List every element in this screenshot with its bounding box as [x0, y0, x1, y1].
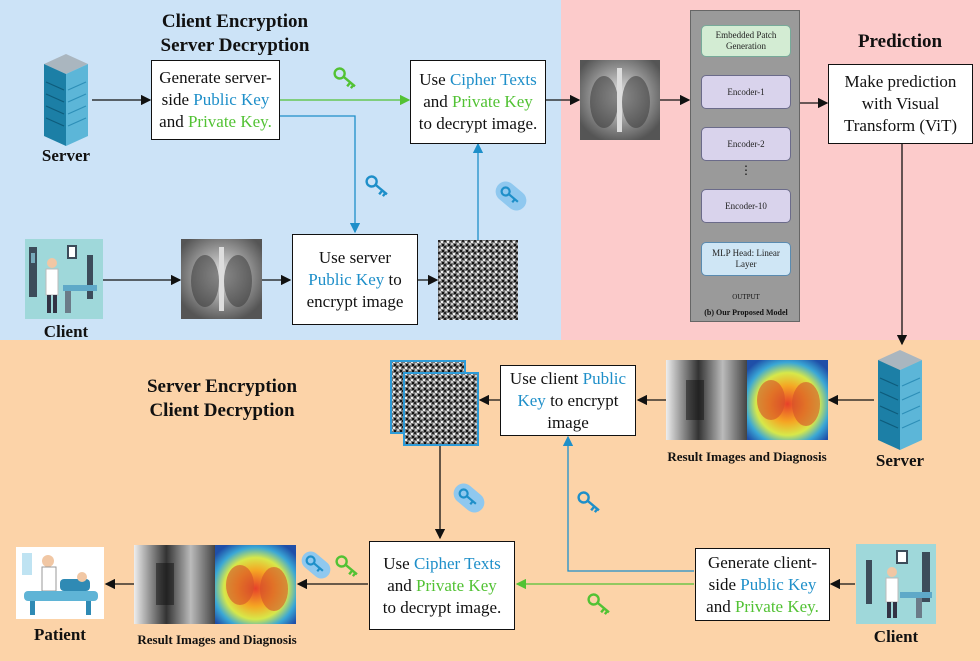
public-key-icon — [365, 175, 388, 197]
result-label-left: Result Images and Diagnosis — [137, 632, 297, 647]
vit-prediction-box: Make prediction with Visual Transform (V… — [828, 64, 973, 144]
generate-server-keys-box: Generate server- side Public Key and Pri… — [151, 60, 280, 140]
generate-client-keys-box: Generate client- side Public Key and Pri… — [695, 548, 830, 621]
model-caption: (b) Our Proposed Model — [704, 308, 788, 317]
model-block-patch: Embedded Patch Generation — [701, 25, 791, 57]
client-label: Client — [43, 322, 89, 341]
client-doctor-icon — [25, 239, 103, 319]
patient-label: Patient — [34, 625, 86, 644]
chest-xray-image — [181, 239, 262, 319]
server-icon — [878, 350, 922, 450]
decrypt-image-box-top: Use Cipher Texts and Private Key to decr… — [410, 60, 546, 144]
arrow-client-public-key — [562, 435, 694, 572]
model-block-mlp-head: MLP Head: Linear Layer — [701, 242, 791, 276]
vit-model-diagram: Embedded Patch Generation Encoder-1 Enco… — [690, 10, 800, 322]
result-label-right: Result Images and Diagnosis — [667, 449, 827, 464]
cipher-image — [438, 240, 518, 320]
server-label-bottom: Server — [875, 451, 925, 470]
section-title-prediction: Prediction — [857, 31, 943, 52]
public-key-icon — [577, 491, 600, 513]
model-block-encoder-2: Encoder-2 — [701, 127, 791, 161]
arrow-public-key — [280, 115, 361, 234]
model-ellipsis: ⋮ — [740, 163, 752, 177]
result-images-left — [134, 545, 296, 624]
server-icon — [44, 54, 88, 146]
model-block-encoder-10: Encoder-10 — [701, 189, 791, 223]
public-key-badge-icon — [453, 483, 485, 513]
private-key-icon — [335, 555, 358, 577]
result-images-right — [666, 360, 828, 440]
client-label-bottom: Client — [873, 627, 919, 646]
decrypted-xray-image — [580, 60, 660, 140]
public-key-badge-icon — [301, 551, 331, 579]
encrypt-with-server-key-box: Use server Public Key to encrypt image — [292, 234, 418, 325]
private-key-icon — [333, 67, 356, 89]
patient-icon — [16, 547, 104, 619]
model-block-encoder-1: Encoder-1 — [701, 75, 791, 109]
client-doctor-icon — [856, 544, 936, 624]
cipher-image-stack — [390, 360, 479, 446]
encrypt-with-client-key-box: Use client Public Key to encrypt image — [500, 365, 636, 436]
private-key-icon — [587, 593, 610, 615]
server-label: Server — [41, 146, 91, 165]
decrypt-image-box-bottom: Use Cipher Texts and Private Key to decr… — [369, 541, 515, 630]
public-key-badge-icon — [495, 181, 527, 211]
model-output-label: OUTPUT — [732, 293, 760, 301]
